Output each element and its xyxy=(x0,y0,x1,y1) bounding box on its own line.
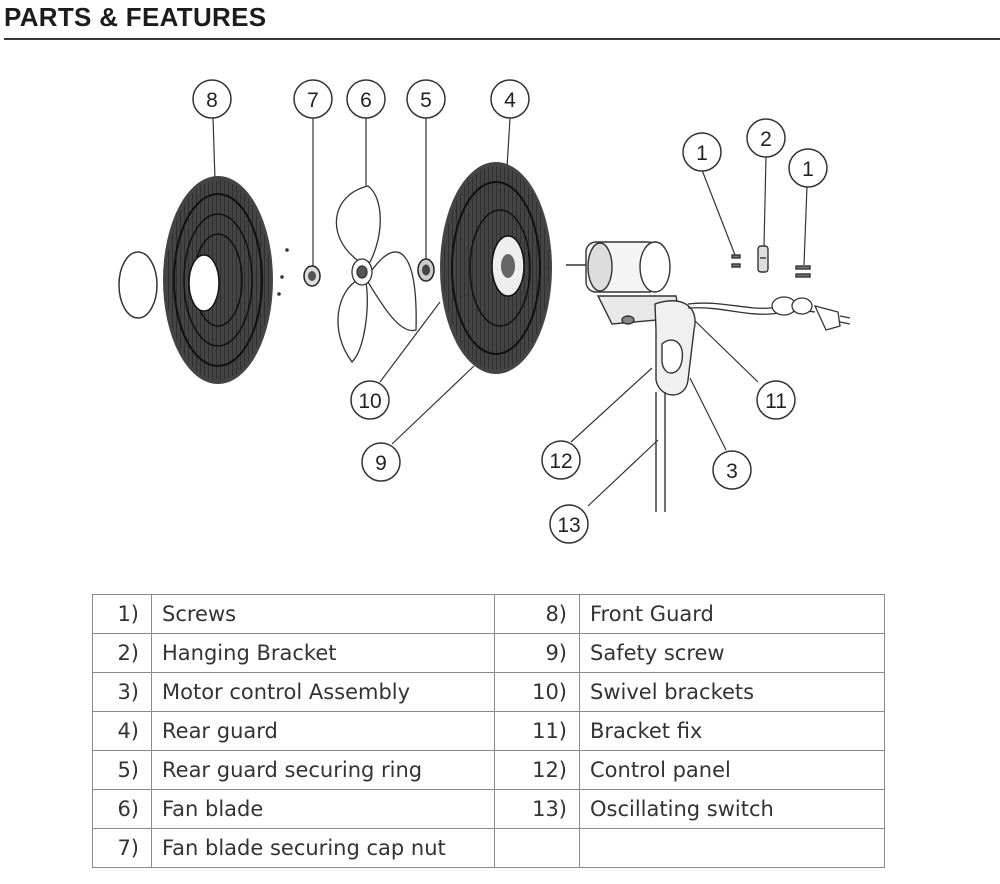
part-name: Rear guard xyxy=(151,711,495,751)
rear-guard xyxy=(440,162,552,374)
svg-text:4: 4 xyxy=(504,89,516,112)
parts-row: 3) Motor control Assembly 10) Swivel bra… xyxy=(92,672,885,712)
part-name: Screws xyxy=(151,594,495,634)
part-number: 8) xyxy=(494,594,580,634)
svg-text:9: 9 xyxy=(375,452,387,475)
callout-5: 5 xyxy=(406,79,446,119)
leader-lines xyxy=(212,117,808,507)
part-name: Fan blade xyxy=(151,789,495,829)
part-name: Swivel brackets xyxy=(579,672,885,712)
screws-right xyxy=(795,265,811,278)
securing-ring xyxy=(417,258,435,282)
parts-row: 5) Rear guard securing ring 12) Control … xyxy=(92,750,885,790)
svg-text:7: 7 xyxy=(307,89,319,112)
part-name: Front Guard xyxy=(579,594,885,634)
parts-row: 7) Fan blade securing cap nut xyxy=(92,828,885,868)
part-name: Fan blade securing cap nut xyxy=(151,828,495,868)
hanging-bracket xyxy=(757,245,769,273)
part-name: Oscillating switch xyxy=(579,789,885,829)
svg-text:1: 1 xyxy=(696,142,708,165)
part-number: 3) xyxy=(92,672,152,712)
part-name: Control panel xyxy=(579,750,885,790)
part-number: 11) xyxy=(494,711,580,751)
callout-7: 7 xyxy=(293,79,333,119)
power-cord xyxy=(687,296,851,331)
part-name xyxy=(579,828,885,868)
svg-text:8: 8 xyxy=(206,89,218,112)
part-number: 12) xyxy=(494,750,580,790)
callout-2: 2 xyxy=(746,118,786,158)
callout-6: 6 xyxy=(346,79,386,119)
svg-text:3: 3 xyxy=(726,460,738,483)
svg-text:12: 12 xyxy=(549,450,572,473)
part-number: 2) xyxy=(92,633,152,673)
part-name: Safety screw xyxy=(579,633,885,673)
part-number: 10) xyxy=(494,672,580,712)
retaining-ring xyxy=(118,251,158,319)
part-number: 7) xyxy=(92,828,152,868)
part-name: Motor control Assembly xyxy=(151,672,495,712)
fan-exploded-diagram: 1 2 1 3 4 5 6 7 xyxy=(118,79,851,544)
part-number: 1) xyxy=(92,594,152,634)
callout-1-lower: 1 xyxy=(788,148,828,188)
cap-nut xyxy=(303,265,321,287)
svg-text:2: 2 xyxy=(760,128,772,151)
parts-row: 4) Rear guard 11) Bracket fix xyxy=(92,711,885,751)
callout-10: 10 xyxy=(350,380,390,420)
part-name: Hanging Bracket xyxy=(151,633,495,673)
stand-yoke xyxy=(654,300,696,512)
svg-text:13: 13 xyxy=(557,514,580,537)
svg-text:10: 10 xyxy=(358,390,381,413)
page-title: PARTS & FEATURES xyxy=(4,2,267,32)
part-name: Rear guard securing ring xyxy=(151,750,495,790)
callout-13: 13 xyxy=(549,504,589,544)
svg-text:1: 1 xyxy=(802,158,814,181)
callout-8: 8 xyxy=(192,79,232,119)
fan-blade xyxy=(335,185,417,363)
part-number: 9) xyxy=(494,633,580,673)
parts-table: 1) Screws 8) Front Guard 2) Hanging Brac… xyxy=(92,594,885,868)
part-number: 6) xyxy=(92,789,152,829)
part-name: Bracket fix xyxy=(579,711,885,751)
callout-11: 11 xyxy=(756,380,796,420)
svg-text:6: 6 xyxy=(360,89,372,112)
screws-left xyxy=(731,254,741,268)
parts-row: 6) Fan blade 13) Oscillating switch xyxy=(92,789,885,829)
part-number: 5) xyxy=(92,750,152,790)
front-guard xyxy=(163,176,289,384)
title-underline xyxy=(4,38,1000,40)
callout-3: 3 xyxy=(712,450,752,490)
parts-row: 2) Hanging Bracket 9) Safety screw xyxy=(92,633,885,673)
svg-text:5: 5 xyxy=(420,89,432,112)
callout-9: 9 xyxy=(361,442,401,482)
callout-12: 12 xyxy=(541,440,581,480)
callout-1-upper: 1 xyxy=(682,132,722,172)
part-number xyxy=(494,828,580,868)
callout-4: 4 xyxy=(490,79,530,119)
part-number: 13) xyxy=(494,789,580,829)
part-number: 4) xyxy=(92,711,152,751)
parts-row: 1) Screws 8) Front Guard xyxy=(92,594,885,634)
svg-text:11: 11 xyxy=(765,390,787,413)
